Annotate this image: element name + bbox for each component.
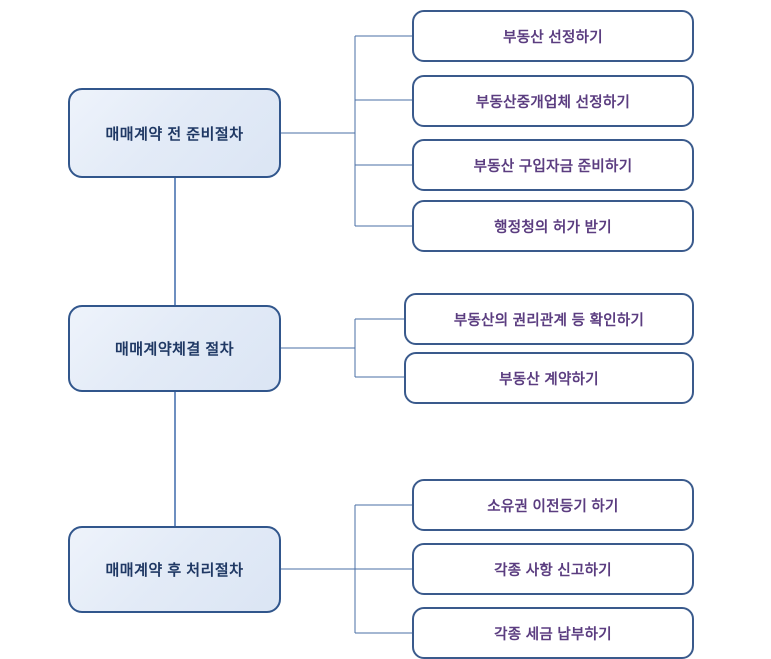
task-box-1-1[interactable]: 부동산 선정하기 xyxy=(412,10,694,62)
task-box-2-1[interactable]: 부동산의 권리관계 등 확인하기 xyxy=(404,293,694,345)
task-box-1-2-label: 부동산중개업체 선정하기 xyxy=(475,94,631,111)
task-box-3-1-label: 소유권 이전등기 하기 xyxy=(487,498,619,515)
task-box-3-3-label: 각종 세금 납부하기 xyxy=(494,626,612,643)
task-box-2-1-label: 부동산의 권리관계 등 확인하기 xyxy=(453,312,645,329)
task-box-3-1[interactable]: 소유권 이전등기 하기 xyxy=(412,479,694,531)
stage-box-2-label: 매매계약체결 절차 xyxy=(114,341,235,358)
task-box-2-2[interactable]: 부동산 계약하기 xyxy=(404,352,694,404)
task-box-1-3-label: 부동산 구입자금 준비하기 xyxy=(473,158,633,175)
task-box-2-2-label: 부동산 계약하기 xyxy=(499,371,599,388)
task-box-3-2[interactable]: 각종 사항 신고하기 xyxy=(412,543,694,595)
task-box-1-2[interactable]: 부동산중개업체 선정하기 xyxy=(412,75,694,127)
stage-box-3[interactable]: 매매계약 후 처리절차 xyxy=(68,526,281,613)
task-box-1-1-label: 부동산 선정하기 xyxy=(503,29,603,46)
task-box-1-4-label: 행정청의 허가 받기 xyxy=(494,219,612,236)
stage-box-3-label: 매매계약 후 처리절차 xyxy=(105,562,244,579)
task-box-1-4[interactable]: 행정청의 허가 받기 xyxy=(412,200,694,252)
stage-box-1-label: 매매계약 전 준비절차 xyxy=(105,125,244,143)
task-box-3-2-label: 각종 사항 신고하기 xyxy=(494,562,612,579)
stage-box-2[interactable]: 매매계약체결 절차 xyxy=(68,305,281,392)
task-box-3-3[interactable]: 각종 세금 납부하기 xyxy=(412,607,694,659)
task-box-1-3[interactable]: 부동산 구입자금 준비하기 xyxy=(412,139,694,191)
stage-box-1[interactable]: 매매계약 전 준비절차 xyxy=(68,88,281,178)
